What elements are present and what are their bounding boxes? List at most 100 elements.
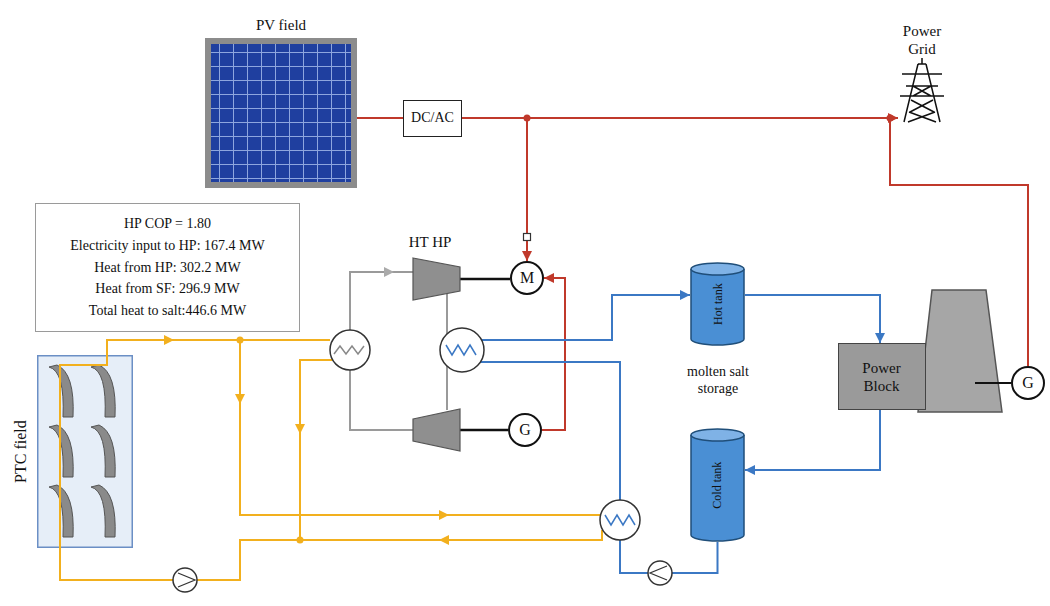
junction-dot bbox=[297, 537, 304, 544]
pump-mark bbox=[650, 566, 667, 580]
node-text: Total heat to salt:446.6 MW bbox=[70, 300, 264, 322]
ptc-frame bbox=[38, 356, 133, 548]
tank-top bbox=[691, 429, 744, 441]
text-stack: M bbox=[520, 268, 534, 287]
trough-mirror bbox=[91, 365, 115, 417]
connector-group bbox=[357, 118, 1028, 573]
component-label: HT HP bbox=[385, 233, 475, 251]
pv-panel-art bbox=[205, 38, 357, 188]
trough-mirror bbox=[49, 425, 73, 477]
motor-circle: M bbox=[510, 261, 544, 295]
panel-cells bbox=[211, 44, 351, 182]
trough-mirror bbox=[91, 485, 115, 537]
flow-arrow bbox=[295, 424, 305, 434]
node-text: Heat from SF: 296.9 MW bbox=[70, 278, 264, 300]
node-text: PTC field bbox=[10, 420, 29, 483]
node-text: Power Grid bbox=[894, 22, 950, 58]
node-text: PV field bbox=[256, 16, 306, 34]
junction-dot bbox=[237, 337, 244, 344]
node-text: Power Block bbox=[846, 359, 918, 395]
oil-pipe bbox=[197, 530, 602, 580]
hp-loop bbox=[446, 366, 448, 410]
generator-circle: G bbox=[508, 413, 542, 447]
grid-tower: Power Grid bbox=[898, 62, 946, 122]
storage-label: molten salt storage bbox=[676, 364, 760, 398]
panel-frame bbox=[205, 38, 357, 188]
condenser-symbol bbox=[440, 328, 484, 372]
component-label-box: HT HP bbox=[385, 233, 475, 251]
generator-circle: G bbox=[1011, 366, 1045, 400]
pv-panel: PV field bbox=[205, 38, 357, 188]
flow-arrow bbox=[384, 267, 394, 277]
text-wrap: G bbox=[1013, 368, 1043, 398]
oil-pipe bbox=[60, 548, 173, 580]
hot-tank: Hot tank bbox=[690, 262, 745, 346]
flow-arrow bbox=[235, 394, 245, 404]
salt-pipe bbox=[470, 295, 718, 573]
info-box: HP COP = 1.80Electricity input to HP: 16… bbox=[35, 203, 300, 332]
tower-art bbox=[898, 62, 946, 122]
pump-symbol bbox=[648, 561, 672, 585]
ptc-field: PTC field bbox=[37, 355, 133, 548]
hp-loop bbox=[350, 272, 413, 330]
shaft bbox=[460, 278, 510, 281]
pump-mark bbox=[178, 573, 195, 587]
text-wrap: HP COP = 1.80Electricity input to HP: 16… bbox=[36, 204, 299, 331]
pump-symbol bbox=[173, 568, 197, 592]
flow-arrow bbox=[164, 335, 174, 345]
text-stack: DC/AC bbox=[411, 110, 454, 127]
power-block: Power Block bbox=[838, 343, 926, 410]
salt-pipe bbox=[745, 410, 880, 470]
trough-mirror bbox=[91, 425, 115, 477]
node-text: HP COP = 1.80 bbox=[70, 213, 264, 235]
exchanger-coil bbox=[446, 345, 476, 355]
text-wrap: Power Block bbox=[839, 344, 925, 409]
exchanger-coil bbox=[605, 515, 635, 525]
node-text: M bbox=[520, 268, 534, 287]
compressor-symbol bbox=[413, 258, 460, 300]
oil-pipe bbox=[300, 360, 332, 540]
flow-arrow bbox=[439, 510, 449, 520]
power-line bbox=[357, 117, 403, 119]
text-stack: G bbox=[1022, 373, 1034, 392]
text-wrap: M bbox=[512, 263, 542, 293]
oil-pipe bbox=[60, 355, 107, 548]
heading-wrap: PV field bbox=[256, 16, 306, 34]
tower-lattice bbox=[900, 58, 944, 122]
node-text: Hot tank bbox=[710, 283, 724, 325]
inverter-box: DC/AC bbox=[403, 100, 462, 137]
exchanger-coil bbox=[334, 346, 364, 354]
flow-arrow bbox=[439, 535, 449, 545]
tank-body bbox=[691, 435, 744, 541]
heading-wrap: Power Grid bbox=[894, 22, 950, 58]
evaporator-symbol bbox=[330, 330, 370, 370]
tank-body bbox=[691, 269, 744, 345]
junction-dot bbox=[887, 115, 894, 122]
node-text: DC/AC bbox=[411, 110, 454, 127]
shaft bbox=[975, 382, 1011, 384]
storage-label-box: molten salt storage bbox=[676, 364, 760, 398]
text-stack: HP COP = 1.80Electricity input to HP: 16… bbox=[70, 213, 264, 321]
text-wrap: G bbox=[510, 415, 540, 445]
background-lines bbox=[60, 267, 602, 580]
turbine-symbol bbox=[413, 409, 460, 451]
junction-square bbox=[524, 234, 531, 241]
hp-loop bbox=[350, 370, 413, 430]
shaft bbox=[460, 429, 508, 432]
node-text: G bbox=[1022, 373, 1034, 392]
hp-loop bbox=[446, 294, 448, 334]
text-stack: G bbox=[519, 420, 531, 439]
ptc-art bbox=[37, 355, 133, 548]
cooling-tower bbox=[918, 290, 1002, 412]
trough-mirror bbox=[49, 365, 73, 417]
junction-dot bbox=[524, 115, 531, 122]
node-text: Cold tank bbox=[710, 462, 724, 509]
node-text: Electricity input to HP: 167.4 MW bbox=[70, 235, 264, 257]
trough-mirror bbox=[49, 485, 73, 537]
power-line bbox=[462, 118, 527, 261]
salt-pipe bbox=[745, 295, 880, 343]
power-line bbox=[542, 278, 565, 430]
tank-top bbox=[691, 263, 744, 275]
